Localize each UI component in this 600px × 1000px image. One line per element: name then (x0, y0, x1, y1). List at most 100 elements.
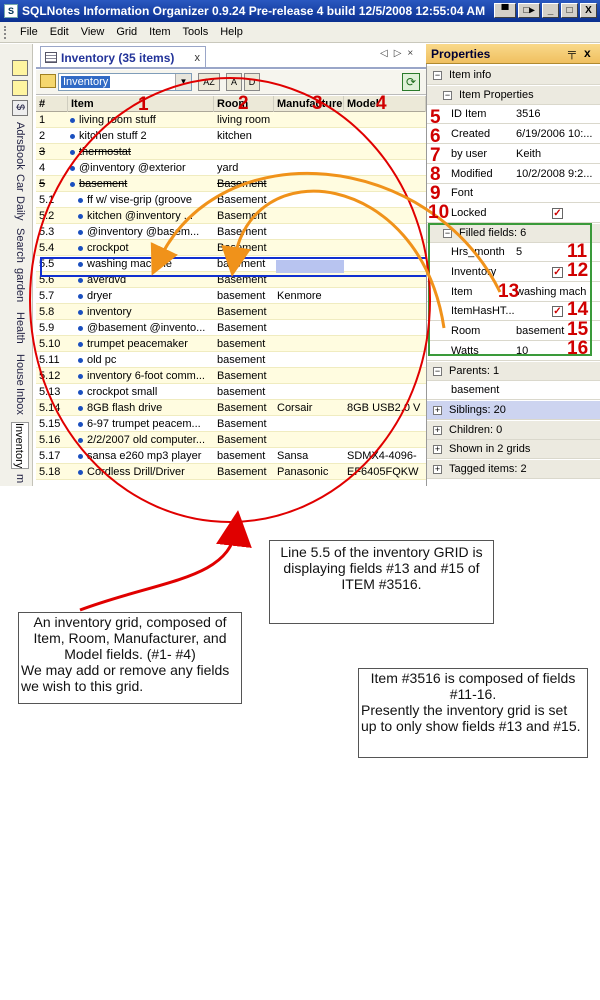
table-row[interactable]: 5.9@basement @invento...Basement (36, 320, 426, 336)
property-section[interactable]: −Parents: 1 (427, 362, 600, 381)
menu-item[interactable]: Item (149, 26, 171, 38)
property-value[interactable]: 3516 (516, 108, 541, 120)
tab-inventory-doc[interactable]: Inventory (35 items) x (40, 46, 206, 68)
col-header-room[interactable]: Room (214, 96, 274, 112)
tab-house[interactable]: House (14, 354, 26, 386)
tab-m[interactable]: m (14, 474, 26, 484)
tab-dollar[interactable]: $ (14, 104, 26, 111)
tab-health[interactable]: Health (14, 312, 26, 344)
property-section[interactable]: +Shown in 2 grids (427, 440, 600, 459)
property-value[interactable]: 5 (516, 246, 523, 258)
sort-az-button[interactable]: AZ (198, 73, 220, 91)
tab-adrsbook[interactable]: AdrsBook (14, 122, 26, 170)
tab-close-all-icon[interactable]: × (407, 48, 414, 59)
tab-car[interactable]: Car (14, 174, 26, 192)
collapse-icon[interactable]: − (443, 228, 452, 238)
tab-prev-icon[interactable]: ◁ (380, 48, 388, 59)
property-value[interactable]: 6/19/2006 10:... (516, 128, 593, 140)
checkbox-checked-icon[interactable]: ✓ (552, 208, 563, 219)
tab-next-icon[interactable]: ▷ (393, 48, 402, 59)
collapse-icon[interactable]: − (443, 90, 452, 100)
new-note-icon[interactable] (12, 60, 28, 76)
property-row[interactable]: Font (427, 184, 600, 203)
list-icon[interactable] (12, 100, 28, 116)
property-row[interactable]: Locked✓ (427, 204, 600, 223)
col-header-manufacturer[interactable]: Manufacturer (274, 96, 344, 112)
property-row[interactable]: ItemHasHT...✓ (427, 302, 600, 321)
tab-inbox[interactable]: Inbox (14, 388, 26, 415)
expand-icon[interactable]: + (433, 405, 442, 415)
property-section[interactable]: −Filled fields: 6 (427, 224, 600, 243)
tab-daily[interactable]: Daily (14, 196, 26, 221)
minimize-button[interactable]: _ (542, 3, 559, 18)
expand-icon[interactable]: + (433, 464, 442, 474)
property-section[interactable]: +Children: 0 (427, 421, 600, 440)
maximize-button[interactable]: □ (561, 3, 578, 18)
pin-window-button[interactable]: ▀ (494, 3, 516, 18)
col-header-model[interactable]: Model (344, 96, 426, 112)
property-value[interactable]: Keith (516, 148, 542, 160)
expand-icon[interactable]: + (433, 425, 442, 435)
col-header-item[interactable]: Item (68, 96, 214, 112)
folder-icon[interactable] (40, 74, 56, 88)
close-button[interactable]: X (580, 3, 597, 18)
toolbar-grip-icon[interactable] (4, 26, 8, 39)
refresh-icon[interactable]: ⟳ (402, 73, 420, 91)
tab-inventory[interactable]: Inventory (11, 422, 29, 470)
property-value[interactable]: washing mach (516, 286, 587, 298)
menu-edit[interactable]: Edit (49, 26, 69, 38)
menu-grid[interactable]: Grid (116, 26, 138, 38)
notes-icon[interactable] (12, 80, 28, 96)
col-header-number[interactable]: # (36, 96, 68, 112)
dock-window-button[interactable]: □▸ (518, 3, 540, 18)
property-section[interactable]: −Item info (427, 66, 600, 85)
collapse-icon[interactable]: − (433, 366, 442, 376)
menu-help[interactable]: Help (220, 26, 243, 38)
menu-tools[interactable]: Tools (182, 26, 209, 38)
grid-select[interactable]: Inventory ▼ (58, 73, 192, 91)
property-value[interactable]: basement (516, 325, 565, 337)
property-section[interactable]: −Item Properties (427, 86, 600, 105)
checkbox-checked-icon[interactable]: ✓ (552, 267, 563, 278)
property-row[interactable]: Inventory✓ (427, 263, 600, 282)
collapse-icon[interactable]: − (433, 70, 442, 80)
tab-garden[interactable]: garden (14, 268, 26, 303)
property-value[interactable]: 10/2/2008 9:2... (516, 168, 593, 180)
expand-icon[interactable]: + (433, 444, 442, 454)
pin-icon[interactable]: ╤ (568, 47, 576, 59)
property-section[interactable]: +Tagged items: 2 (427, 460, 600, 479)
editing-cell[interactable] (276, 260, 344, 273)
close-panel-icon[interactable]: x (584, 46, 591, 60)
close-tab-icon[interactable]: x (194, 51, 201, 64)
checkbox-checked-icon[interactable]: ✓ (552, 306, 563, 317)
parent-item[interactable]: basement (427, 381, 600, 400)
menu-file[interactable]: File (20, 26, 38, 38)
property-section[interactable]: +Siblings: 20 (427, 401, 600, 420)
menu-view[interactable]: View (80, 26, 105, 38)
table-row[interactable]: 5.3@inventory @basem...Basement (36, 224, 426, 240)
